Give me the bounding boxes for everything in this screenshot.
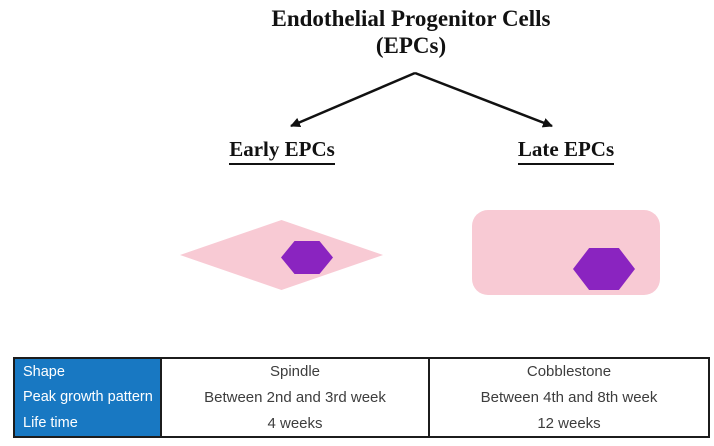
table-cell-late-life-time: 12 weeks [428, 410, 708, 436]
early-epcs-heading: Early EPCs [182, 137, 382, 165]
diagram-title-line2: (EPCs) [375, 33, 447, 58]
table-cell-late-shape: Cobblestone [428, 359, 708, 385]
late-epcs-heading-text: Late EPCs [517, 137, 615, 165]
early-epcs-heading-text: Early EPCs [229, 137, 335, 165]
diagram-title-line1: Endothelial Progenitor Cells [271, 6, 551, 31]
comparison-table: Shape Spindle Cobblestone Peak growth pa… [13, 357, 710, 438]
table-cell-early-shape: Spindle [160, 359, 428, 385]
arrow-to-early-epcs [290, 71, 416, 128]
late-epcs-heading: Late EPCs [466, 137, 666, 165]
table-row-label-peak-growth: Peak growth pattern [15, 384, 160, 411]
table-row-label-life-time: Life time [15, 410, 160, 436]
table-cell-late-peak-growth: Between 4th and 8th week [428, 384, 708, 411]
diagram-title: Endothelial Progenitor Cells (EPCs) [241, 5, 581, 59]
table-cell-early-peak-growth: Between 2nd and 3rd week [160, 384, 428, 411]
table-cell-early-life-time: 4 weeks [160, 410, 428, 436]
early-epc-spindle-cell-shape [180, 220, 383, 290]
arrow-to-late-epcs [414, 71, 553, 128]
late-epc-cobblestone-cell-shape [472, 210, 660, 295]
table-row-label-shape: Shape [15, 359, 160, 385]
